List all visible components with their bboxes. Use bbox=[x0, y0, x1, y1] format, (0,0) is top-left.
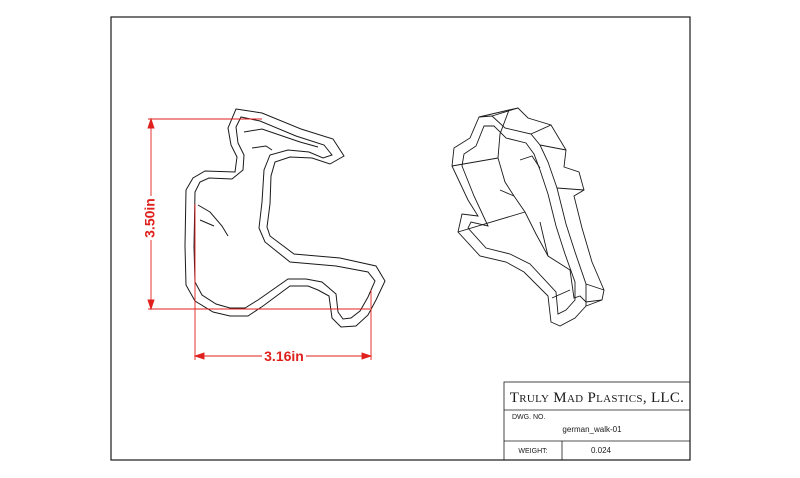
weight-label: WEIGHT: bbox=[518, 448, 547, 455]
iso-edge-6 bbox=[585, 283, 605, 291]
height-arrow-bottom bbox=[147, 299, 155, 311]
iso-edge-3 bbox=[530, 124, 552, 135]
arm-detail bbox=[197, 204, 229, 237]
front-view bbox=[184, 108, 386, 328]
outer-outline bbox=[184, 108, 386, 328]
iso-edge-1 bbox=[478, 109, 510, 118]
iso-rim-detail bbox=[499, 155, 571, 299]
iso-front-inner bbox=[461, 125, 576, 315]
height-label-bg bbox=[141, 196, 161, 240]
iso-front-outline bbox=[451, 115, 587, 327]
iso-edge-4 bbox=[539, 144, 567, 151]
iso-edge-8 bbox=[451, 157, 499, 167]
company-name: Truly Mad Plastics, LLC. bbox=[510, 390, 684, 406]
width-dimension-label: 3.16in bbox=[264, 348, 304, 364]
width-label-bg bbox=[262, 348, 306, 364]
iso-edge-7 bbox=[585, 299, 603, 307]
iso-edge-5 bbox=[556, 187, 585, 191]
dwg-no-label: DWG. NO. bbox=[512, 414, 545, 421]
title-block bbox=[503, 381, 691, 461]
isometric-view bbox=[451, 107, 605, 327]
iso-edge-9 bbox=[457, 211, 526, 233]
height-dimension-label: 3.50in bbox=[142, 198, 158, 238]
hat-detail bbox=[243, 128, 319, 151]
title-block-frame bbox=[503, 381, 691, 461]
height-arrow-top bbox=[147, 117, 155, 129]
width-arrow-left bbox=[193, 352, 205, 360]
iso-edge-2 bbox=[491, 107, 519, 117]
dwg-no-value: german_walk-01 bbox=[562, 425, 622, 434]
sheet-border bbox=[110, 16, 691, 461]
weight-value: 0.024 bbox=[591, 446, 612, 455]
inner-outline bbox=[193, 116, 376, 320]
width-arrow-right bbox=[361, 352, 373, 360]
